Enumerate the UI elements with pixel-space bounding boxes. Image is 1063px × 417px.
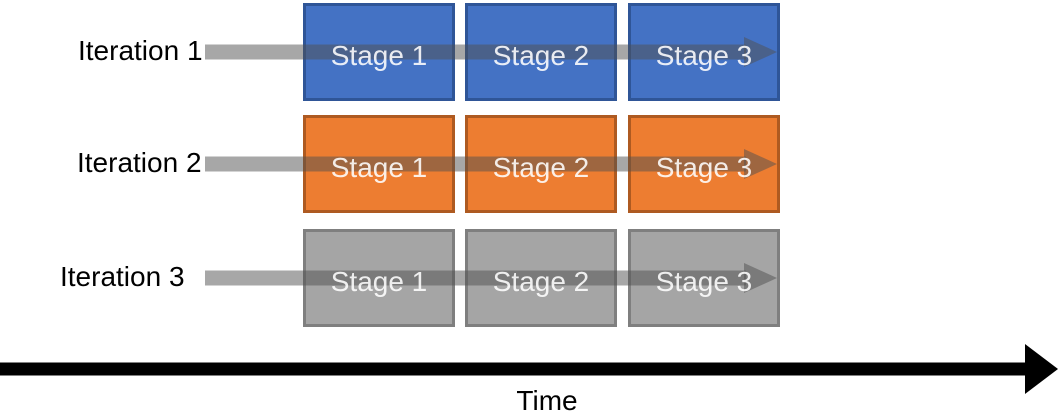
time-axis-label: Time xyxy=(516,385,578,416)
time-arrowhead-icon xyxy=(1025,344,1058,394)
iteration-3-label: Iteration 3 xyxy=(60,261,185,292)
iteration-2-flow-arrow-icon xyxy=(205,149,777,179)
arrow-shaft xyxy=(205,270,746,286)
arrowhead-icon xyxy=(744,37,777,67)
iteration-2-label: Iteration 2 xyxy=(77,147,202,178)
iteration-3-flow-arrow-icon xyxy=(205,263,777,293)
time-axis-arrow-icon xyxy=(0,344,1058,394)
iteration-1-flow-arrow-icon xyxy=(205,37,777,67)
arrowhead-icon xyxy=(744,149,777,179)
arrow-shaft xyxy=(205,156,746,172)
time-arrow-shaft xyxy=(0,362,1027,376)
arrow-shaft xyxy=(205,44,746,60)
arrowhead-icon xyxy=(744,263,777,293)
iteration-1-label: Iteration 1 xyxy=(78,35,203,66)
